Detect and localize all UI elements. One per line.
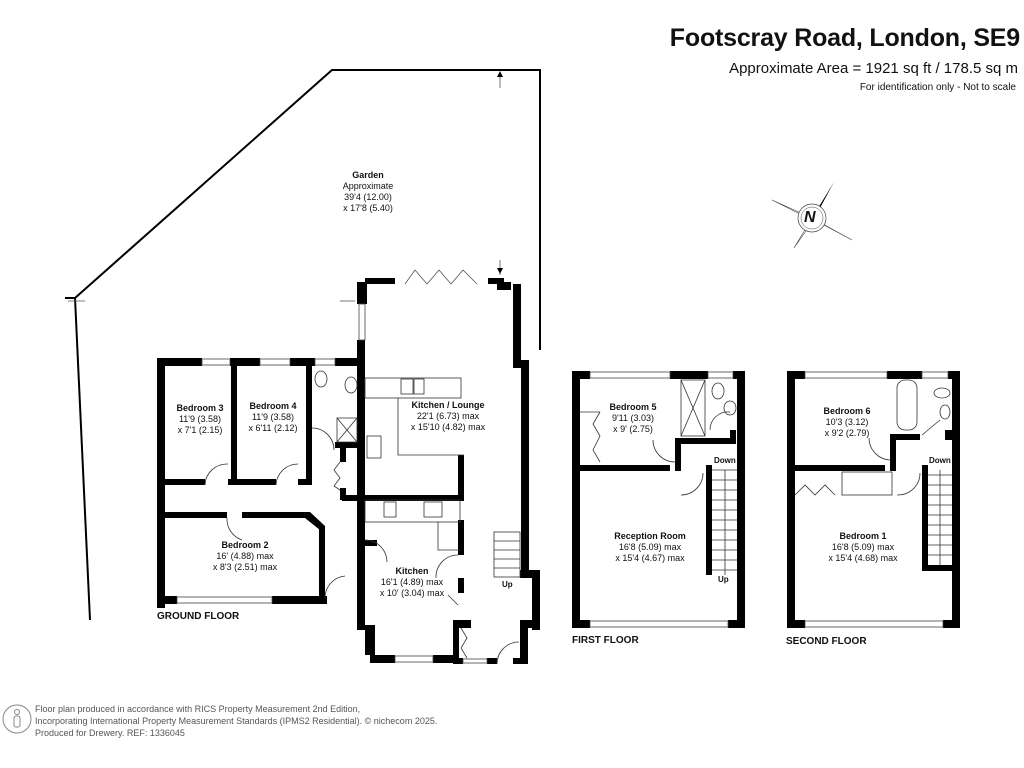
ground-stairs-up-label: Up xyxy=(502,580,513,589)
north-arrow-icon xyxy=(771,182,853,249)
room-label-bedroom-1: Bedroom 1 16'8 (5.09) max x 15'4 (4.68) … xyxy=(828,531,898,563)
ground-floor-label: GROUND FLOOR xyxy=(157,611,240,622)
first-stairs-down-label: Down xyxy=(714,456,736,465)
room-label-kitchen: Kitchen 16'1 (4.89) max x 10' (3.04) max xyxy=(379,566,445,598)
approximate-area: Approximate Area = 1921 sq ft / 178.5 sq… xyxy=(729,60,1018,77)
first-floor-label: FIRST FLOOR xyxy=(572,635,639,646)
footer-text: Floor plan produced in accordance with R… xyxy=(35,703,437,739)
first-stairs-up-label: Up xyxy=(718,575,729,584)
ground-floor-walls xyxy=(157,278,540,664)
second-stairs-down-label: Down xyxy=(929,456,951,465)
footer-line-2: Incorporating International Property Mea… xyxy=(35,716,438,726)
room-label-kitchen-lounge: Kitchen / Lounge 22'1 (6.73) max x 15'10… xyxy=(410,400,486,432)
person-icon xyxy=(2,704,32,734)
room-label-bedroom-3: Bedroom 3 11'9 (3.58) x 7'1 (2.15) xyxy=(176,403,224,435)
footer-line-1: Floor plan produced in accordance with R… xyxy=(35,704,361,714)
garden-boundary xyxy=(65,69,541,621)
room-label-bedroom-4: Bedroom 4 11'9 (3.58) x 6'11 (2.12) xyxy=(248,401,298,433)
footer-line-3: Produced for Drewery. REF: 1336045 xyxy=(35,728,185,738)
compass-north-label: N xyxy=(804,209,816,226)
room-label-bedroom-5: Bedroom 5 9'11 (3.03) x 9' (2.75) xyxy=(609,402,657,434)
first-floor-walls xyxy=(572,371,745,628)
disclaimer-note: For identification only - Not to scale xyxy=(859,82,1016,93)
room-label-reception-room: Reception Room 16'8 (5.09) max x 15'4 (4… xyxy=(614,531,686,563)
property-title: Footscray Road, London, SE9 xyxy=(669,24,1020,52)
second-floor-label: SECOND FLOOR xyxy=(786,636,867,647)
room-label-bedroom-2: Bedroom 2 16' (4.88) max x 8'3 (2.51) ma… xyxy=(212,540,278,572)
room-label-bedroom-6: Bedroom 6 10'3 (3.12) x 9'2 (2.79) xyxy=(823,406,871,438)
room-label-garden: Garden Approximate 39'4 (12.00) x 17'8 (… xyxy=(342,170,394,213)
second-floor-walls xyxy=(787,371,960,628)
